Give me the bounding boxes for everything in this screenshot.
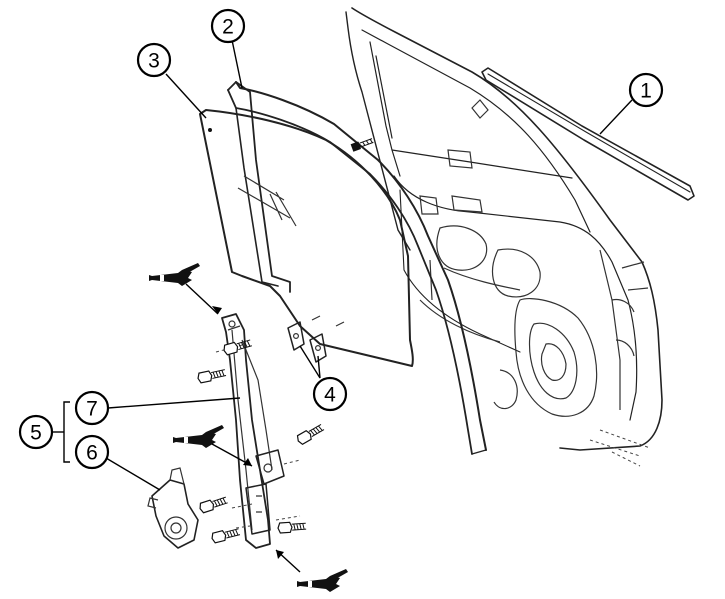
callout-4-label: 4 xyxy=(324,384,336,407)
regulator-motor xyxy=(147,467,199,549)
glass-run-channel xyxy=(227,81,487,455)
bolt-lower-mid xyxy=(210,526,242,544)
callout-1: 1 xyxy=(628,72,664,108)
callout-6-label: 6 xyxy=(86,442,98,465)
callout-7-label: 7 xyxy=(86,398,98,421)
door-panel xyxy=(345,7,663,467)
grease-applicator-icon xyxy=(173,425,224,448)
callout-3: 3 xyxy=(136,42,172,78)
grease-applicator-icon xyxy=(149,263,200,286)
bolt-lower-left xyxy=(197,494,229,514)
leader-lines xyxy=(52,39,633,491)
callout-4: 4 xyxy=(312,376,348,412)
callout-3-label: 3 xyxy=(148,50,160,73)
screw xyxy=(350,138,374,152)
glass-channel-brackets xyxy=(287,321,327,363)
callout-5: 5 xyxy=(18,414,54,450)
window-regulator xyxy=(215,313,301,549)
grease-applicator-icon xyxy=(297,569,348,592)
door-glass xyxy=(199,109,414,367)
callout-2-label: 2 xyxy=(222,16,234,39)
bolt-upper xyxy=(196,367,228,384)
callout-1-label: 1 xyxy=(640,80,652,103)
callout-6: 6 xyxy=(74,434,110,470)
outer-belt-weatherstrip xyxy=(481,67,695,201)
bolt-lower-right xyxy=(277,520,307,534)
bolt-regulator-right xyxy=(295,422,326,446)
callout-5-label: 5 xyxy=(30,422,42,445)
callout-7: 7 xyxy=(74,390,110,426)
callout-2: 2 xyxy=(210,8,246,44)
